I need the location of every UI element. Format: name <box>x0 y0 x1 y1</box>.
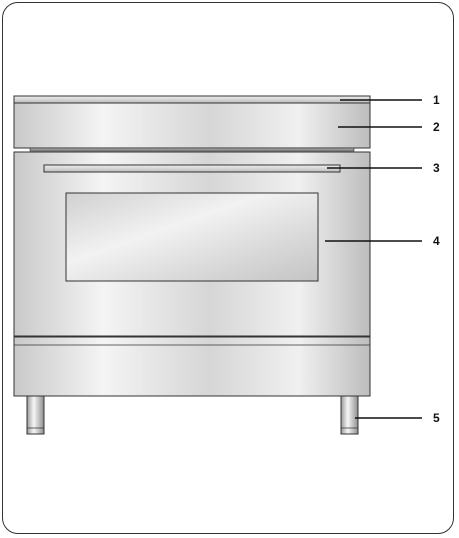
callout-label-3: 3 <box>433 161 440 175</box>
door-handle <box>43 164 341 173</box>
cooktop-lid <box>13 95 371 104</box>
figure-frame <box>2 2 454 534</box>
callout-label-1: 1 <box>433 93 440 107</box>
storage-drawer <box>13 336 371 397</box>
panel-gap <box>29 147 355 152</box>
right-leg <box>340 395 359 435</box>
callout-label-4: 4 <box>433 234 440 248</box>
callout-label-2: 2 <box>433 120 440 134</box>
control-panel <box>13 102 371 149</box>
door-window <box>65 192 319 282</box>
callout-label-5: 5 <box>433 411 440 425</box>
left-leg <box>26 395 45 435</box>
